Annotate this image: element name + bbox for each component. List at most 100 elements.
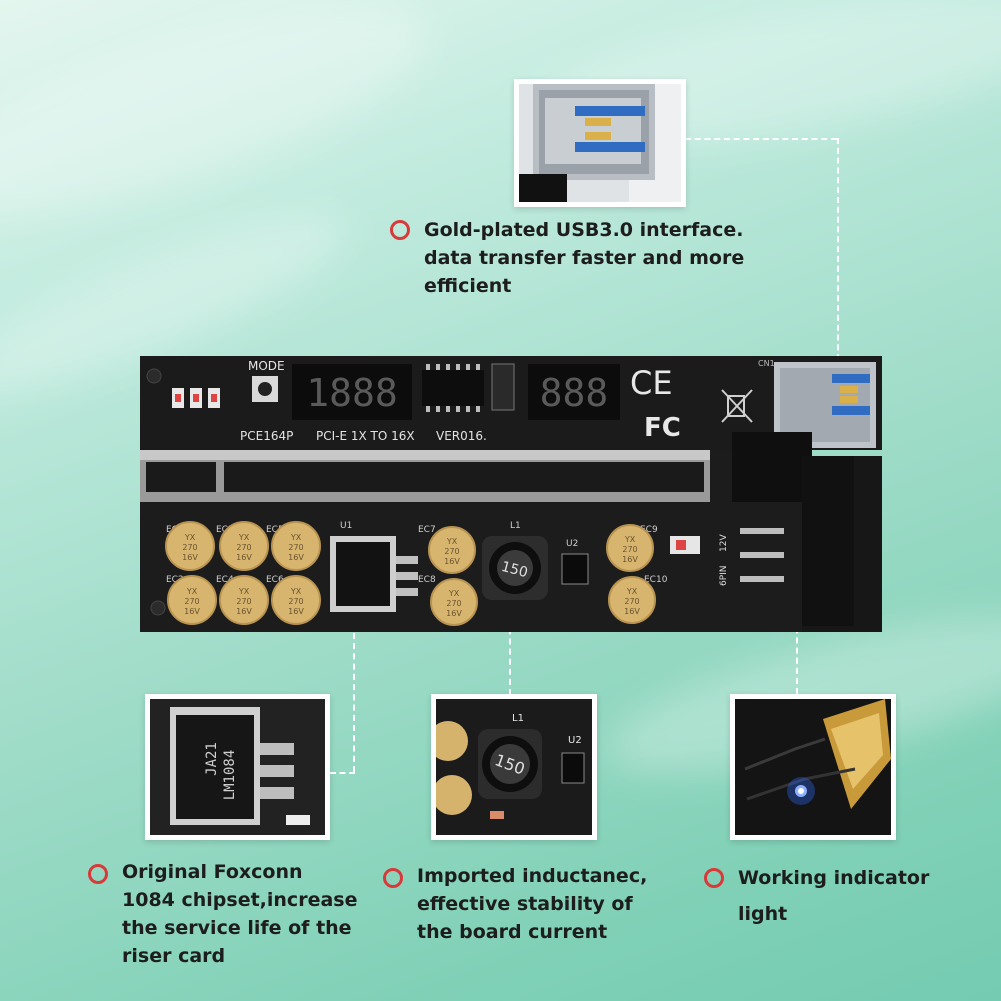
display-right: 888 <box>540 371 609 415</box>
chipset-thumbnail: JA21 LM1084 <box>145 694 330 840</box>
circle-outline-icon <box>88 864 108 884</box>
cn1-label: CN1 <box>758 359 775 368</box>
ec2-label: EC2 <box>166 575 184 585</box>
capacitor: YX 270 16V <box>606 524 654 572</box>
feature-inductor-line: effective stability of <box>417 893 633 915</box>
version-label: VER016. <box>436 429 487 443</box>
feature-inductor-line: Imported inductanec, <box>417 865 648 887</box>
ec10-label: EC10 <box>644 575 668 585</box>
svg-text:YX: YX <box>446 537 458 546</box>
chip-marking-2: LM1084 <box>222 750 238 801</box>
connector-line-chip <box>353 592 355 772</box>
circle-outline-icon <box>383 868 403 888</box>
svg-text:16V: 16V <box>622 555 638 564</box>
background-streak <box>0 0 449 257</box>
u2-marking: U2 <box>568 735 582 746</box>
connector-line-usb <box>837 138 839 370</box>
voltage-label: 12V <box>719 534 729 552</box>
svg-text:16V: 16V <box>182 553 198 562</box>
indicator-photo <box>735 699 891 835</box>
feature-chipset-line: Original Foxconn <box>122 861 303 883</box>
svg-text:270: 270 <box>288 597 303 606</box>
riser-board-image: MODE 1888 888 CE FC CN1 P <box>140 356 882 632</box>
feature-chipset-line: riser card <box>122 945 226 967</box>
indicator-thumbnail <box>730 694 896 840</box>
feature-usb-line: Gold-plated USB3.0 interface. <box>424 219 744 241</box>
u1-label: U1 <box>340 521 352 531</box>
capacitor: YX 270 16V <box>608 576 656 624</box>
svg-text:270: 270 <box>236 543 251 552</box>
capacitor: YX 270 16V <box>219 575 269 625</box>
svg-text:270: 270 <box>446 599 461 608</box>
svg-text:16V: 16V <box>288 607 304 616</box>
svg-text:YX: YX <box>448 589 460 598</box>
connector-line-usb <box>685 138 837 140</box>
svg-text:YX: YX <box>290 533 302 542</box>
svg-text:YX: YX <box>184 533 196 542</box>
svg-text:16V: 16V <box>236 553 252 562</box>
ec6-label: EC6 <box>266 575 284 585</box>
svg-text:16V: 16V <box>624 607 640 616</box>
display-left: 1888 <box>306 371 398 415</box>
svg-text:270: 270 <box>624 597 639 606</box>
svg-text:YX: YX <box>626 587 638 596</box>
feature-chipset-line: the service life of the <box>122 917 352 939</box>
fc-mark: FC <box>644 413 681 443</box>
svg-text:270: 270 <box>622 545 637 554</box>
feature-chipset-line: 1084 chipset,increase <box>122 889 358 911</box>
svg-text:YX: YX <box>238 587 250 596</box>
recycle-bin-icon <box>721 389 753 423</box>
capacitor: YX 270 16V <box>271 575 321 625</box>
l1-marking: L1 <box>512 713 524 724</box>
power-label: 6PIN <box>719 565 729 586</box>
capacitor: YX 270 16V <box>219 521 269 571</box>
svg-text:16V: 16V <box>288 553 304 562</box>
svg-text:270: 270 <box>444 547 459 556</box>
feature-indicator-line: Working indicator <box>738 867 930 889</box>
connector-line-chip <box>330 772 355 774</box>
feature-usb-line: efficient <box>424 275 512 297</box>
feature-usb-line: data transfer faster and more <box>424 247 745 269</box>
ec4-label: EC4 <box>216 575 234 585</box>
mode-label: MODE <box>248 359 285 373</box>
connector-line-inductor <box>509 588 511 695</box>
chip-marking-1: JA21 <box>204 742 220 776</box>
svg-text:270: 270 <box>236 597 251 606</box>
capacitor: YX 270 16V <box>165 521 215 571</box>
pcie-label: PCI-E 1X TO 16X <box>316 429 415 443</box>
svg-text:270: 270 <box>288 543 303 552</box>
capacitor: YX 270 16V <box>430 578 478 626</box>
svg-text:YX: YX <box>624 535 636 544</box>
model-label: PCE164P <box>240 429 293 443</box>
l1-label: L1 <box>510 521 521 531</box>
capacitor: YX 270 16V <box>167 575 217 625</box>
ec8-label: EC8 <box>418 575 436 585</box>
chipset-photo: JA21 LM1084 <box>150 699 325 835</box>
ec7-label: EC7 <box>418 525 436 535</box>
riser-board: MODE 1888 888 CE FC CN1 P <box>140 356 882 632</box>
svg-text:270: 270 <box>184 597 199 606</box>
circle-outline-icon <box>390 220 410 240</box>
svg-text:16V: 16V <box>184 607 200 616</box>
capacitor: YX 270 16V <box>428 526 476 574</box>
circle-outline-icon <box>704 868 724 888</box>
svg-text:16V: 16V <box>444 557 460 566</box>
capacitor: YX 270 16V <box>271 521 321 571</box>
inductor-thumbnail: 150 L1 U2 <box>431 694 597 840</box>
u2-label: U2 <box>566 539 578 549</box>
usb-port-thumbnail <box>514 79 686 207</box>
svg-text:16V: 16V <box>236 607 252 616</box>
svg-text:16V: 16V <box>446 609 462 618</box>
ec5-label: EC5 <box>266 525 284 535</box>
svg-text:YX: YX <box>290 587 302 596</box>
inductor-value: 150 <box>500 559 530 581</box>
usb-port-photo <box>519 84 681 202</box>
svg-text:YX: YX <box>238 533 250 542</box>
ec9-label: EC9 <box>640 525 658 535</box>
feature-indicator-line: light <box>738 903 788 925</box>
svg-text:270: 270 <box>182 543 197 552</box>
inductor-photo: 150 L1 U2 <box>436 699 592 835</box>
svg-text:YX: YX <box>186 587 198 596</box>
ce-mark: CE <box>630 364 673 402</box>
feature-inductor-line: the board current <box>417 921 608 943</box>
